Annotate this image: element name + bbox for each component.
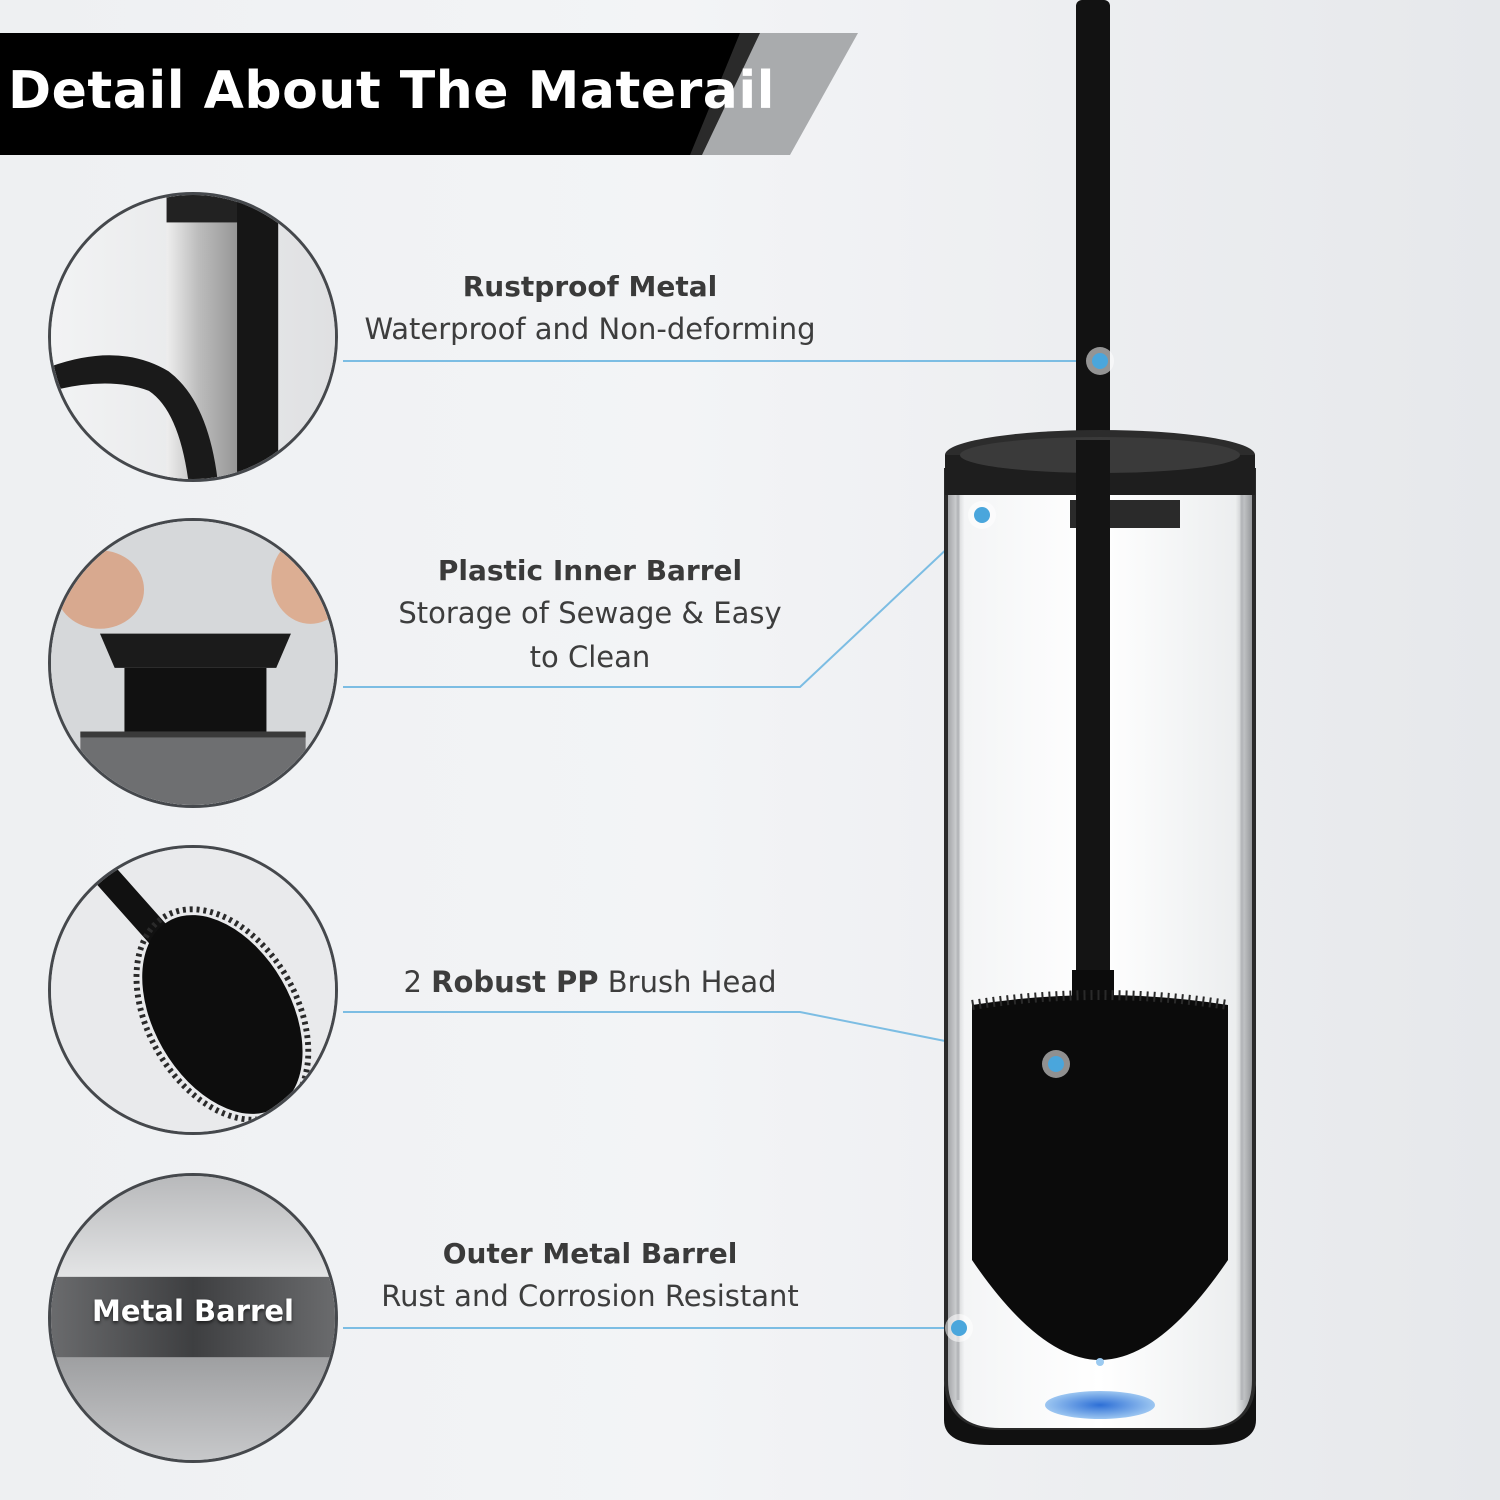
inner-barrel-image <box>51 521 335 805</box>
detail-circle-outer-metal-barrel: Metal Barrel <box>48 1173 338 1463</box>
metal-barrel-badge: Metal Barrel <box>92 1294 294 1328</box>
detail-circle-rustproof-metal <box>48 192 338 482</box>
feature-rustproof-metal: Rustproof Metal Waterproof and Non-defor… <box>340 266 840 352</box>
feature-heading: Plastic Inner Barrel <box>437 554 743 587</box>
page-title: Detail About The Materail <box>8 61 776 121</box>
feature-brush-text: 2 Robust PP Brush Head <box>340 961 840 1005</box>
feature-brush-suffix: Brush Head <box>598 965 777 999</box>
feature-description: Waterproof and Non-deforming <box>364 312 816 346</box>
title-banner: Detail About The Materail <box>0 33 860 155</box>
metal-barrel-image <box>51 1176 335 1460</box>
banner-shape <box>0 33 858 155</box>
product-illustration <box>944 0 1256 1445</box>
detail-circle-brush-head <box>48 845 338 1135</box>
feature-heading: Rustproof Metal <box>462 270 718 303</box>
feature-brush-head: 2 Robust PP Brush Head <box>340 961 840 1005</box>
feature-brush-prefix: 2 <box>403 965 432 999</box>
brush-head-image <box>51 848 335 1132</box>
feature-description-line-2: to Clean <box>529 639 651 674</box>
feature-description-line-1: Storage of Sewage & Easy <box>398 596 782 630</box>
feature-description: Rust and Corrosion Resistant <box>381 1279 799 1313</box>
feature-heading: Outer Metal Barrel <box>442 1237 738 1270</box>
feature-brush-bold: Robust PP <box>431 965 599 999</box>
detail-circle-plastic-inner-barrel <box>48 518 338 808</box>
metal-closeup-image <box>51 195 335 479</box>
toilet-brush-product-image <box>900 0 1300 1500</box>
feature-outer-metal-barrel: Outer Metal Barrel Rust and Corrosion Re… <box>340 1233 840 1319</box>
feature-plastic-inner-barrel: Plastic Inner Barrel Storage of Sewage &… <box>340 550 840 679</box>
